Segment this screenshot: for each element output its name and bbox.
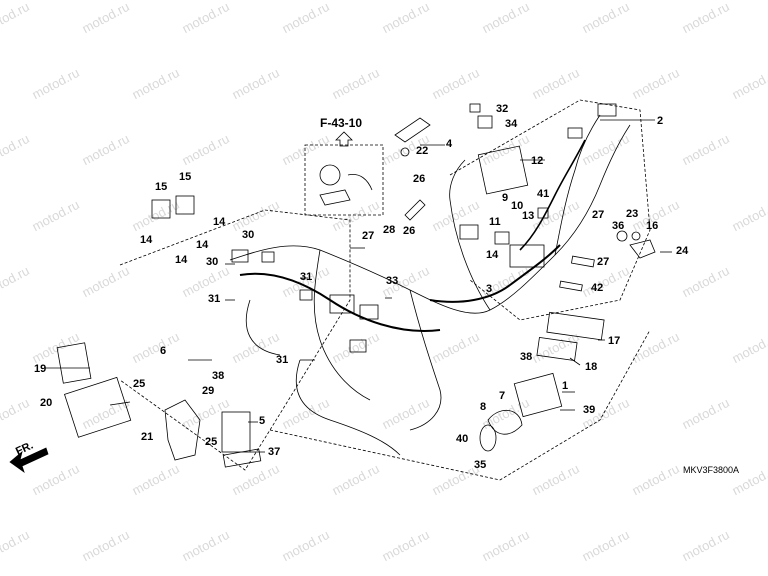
callout-13: 13 xyxy=(522,210,535,222)
callout-34: 34 xyxy=(505,118,518,130)
callout-27a: 27 xyxy=(362,230,375,242)
callout-23: 23 xyxy=(626,208,639,220)
callout-31c: 31 xyxy=(276,354,289,366)
callout-37: 37 xyxy=(268,446,281,458)
callout-15a: 15 xyxy=(155,181,168,193)
callout-7: 7 xyxy=(499,390,506,402)
callout-19: 19 xyxy=(34,363,47,375)
callout-11: 11 xyxy=(489,216,501,228)
callout-22: 22 xyxy=(416,145,429,157)
callout-8: 8 xyxy=(480,401,487,413)
callout-14c: 14 xyxy=(175,254,188,266)
part-17 xyxy=(546,311,605,341)
part-7 xyxy=(487,410,523,435)
callout-14d: 14 xyxy=(196,239,209,251)
callout-15b: 15 xyxy=(179,171,192,183)
callout-42: 42 xyxy=(591,282,604,294)
reference-arrow xyxy=(335,131,353,147)
main-harness-outline xyxy=(119,209,351,471)
callout-12: 12 xyxy=(531,155,544,167)
part-22 xyxy=(400,147,410,157)
part-37 xyxy=(222,448,262,468)
part-16 xyxy=(629,239,656,259)
callout-38a: 38 xyxy=(212,370,225,382)
callout-31b: 31 xyxy=(208,293,221,305)
part-41 xyxy=(537,207,549,219)
right-harness-outline xyxy=(449,99,651,321)
main-harness xyxy=(229,124,631,314)
callout-27b: 27 xyxy=(592,209,605,221)
callout-20: 20 xyxy=(40,397,53,409)
callout-14b: 14 xyxy=(140,234,153,246)
harness-branch-d xyxy=(554,114,601,256)
callout-30b: 30 xyxy=(206,256,219,268)
inset-box xyxy=(304,144,384,216)
part-23 xyxy=(631,231,641,241)
callout-2: 2 xyxy=(657,115,664,127)
callout-33: 33 xyxy=(386,275,399,287)
harness-branch-e xyxy=(296,359,401,456)
harness-branch-a xyxy=(313,249,371,401)
part-15b xyxy=(175,195,195,215)
callout-18: 18 xyxy=(585,361,598,373)
part-32 xyxy=(469,103,481,113)
callout-36: 36 xyxy=(612,220,625,232)
callout-29: 29 xyxy=(202,385,215,397)
part-8 xyxy=(479,424,497,452)
callout-26b: 26 xyxy=(403,225,416,237)
part-21 xyxy=(164,399,201,461)
callout-14e: 14 xyxy=(486,249,499,261)
part-5 xyxy=(221,411,251,453)
callout-25a: 25 xyxy=(133,378,146,390)
callout-9: 9 xyxy=(502,192,509,204)
harness-branch-b xyxy=(409,289,442,431)
drawing-code: MKV3F3800A xyxy=(683,465,740,475)
callout-14a: 14 xyxy=(213,216,226,228)
callout-40: 40 xyxy=(456,433,469,445)
part-26 xyxy=(404,199,426,221)
part-42 xyxy=(559,280,583,292)
callout-5: 5 xyxy=(259,415,266,427)
callout-28: 28 xyxy=(383,224,396,236)
callout-4: 4 xyxy=(446,138,453,150)
callout-31a: 31 xyxy=(300,271,313,283)
callout-39: 39 xyxy=(583,404,596,416)
callout-30a: 30 xyxy=(242,229,255,241)
lower-harness-outline xyxy=(269,329,651,481)
callout-41: 41 xyxy=(537,188,550,200)
callout-35: 35 xyxy=(474,459,487,471)
part-36 xyxy=(616,230,628,242)
part-34 xyxy=(477,115,493,129)
callout-3: 3 xyxy=(486,283,493,295)
part-1 xyxy=(513,372,563,418)
callout-38b: 38 xyxy=(520,351,533,363)
callout-25b: 25 xyxy=(205,436,218,448)
part-4 xyxy=(394,117,431,143)
harness-branch-c xyxy=(449,159,491,311)
callout-17: 17 xyxy=(608,335,621,347)
callout-26a: 26 xyxy=(413,173,426,185)
callout-27c: 27 xyxy=(597,256,610,268)
callout-10: 10 xyxy=(511,200,524,212)
callout-16: 16 xyxy=(646,220,659,232)
part-27 xyxy=(571,255,595,268)
part-19 xyxy=(56,342,92,384)
callout-24: 24 xyxy=(676,245,689,257)
front-arrow-icon xyxy=(9,447,49,474)
part-20 xyxy=(64,376,132,438)
callout-6: 6 xyxy=(160,345,167,357)
callout-32: 32 xyxy=(496,103,509,115)
callout-1: 1 xyxy=(562,380,569,392)
harness-branch-f xyxy=(245,299,281,356)
part-15a xyxy=(151,199,171,219)
reference-label: F-43-10 xyxy=(320,116,363,130)
part-12 xyxy=(477,145,529,195)
part-18 xyxy=(536,336,578,362)
callout-21: 21 xyxy=(141,431,154,443)
